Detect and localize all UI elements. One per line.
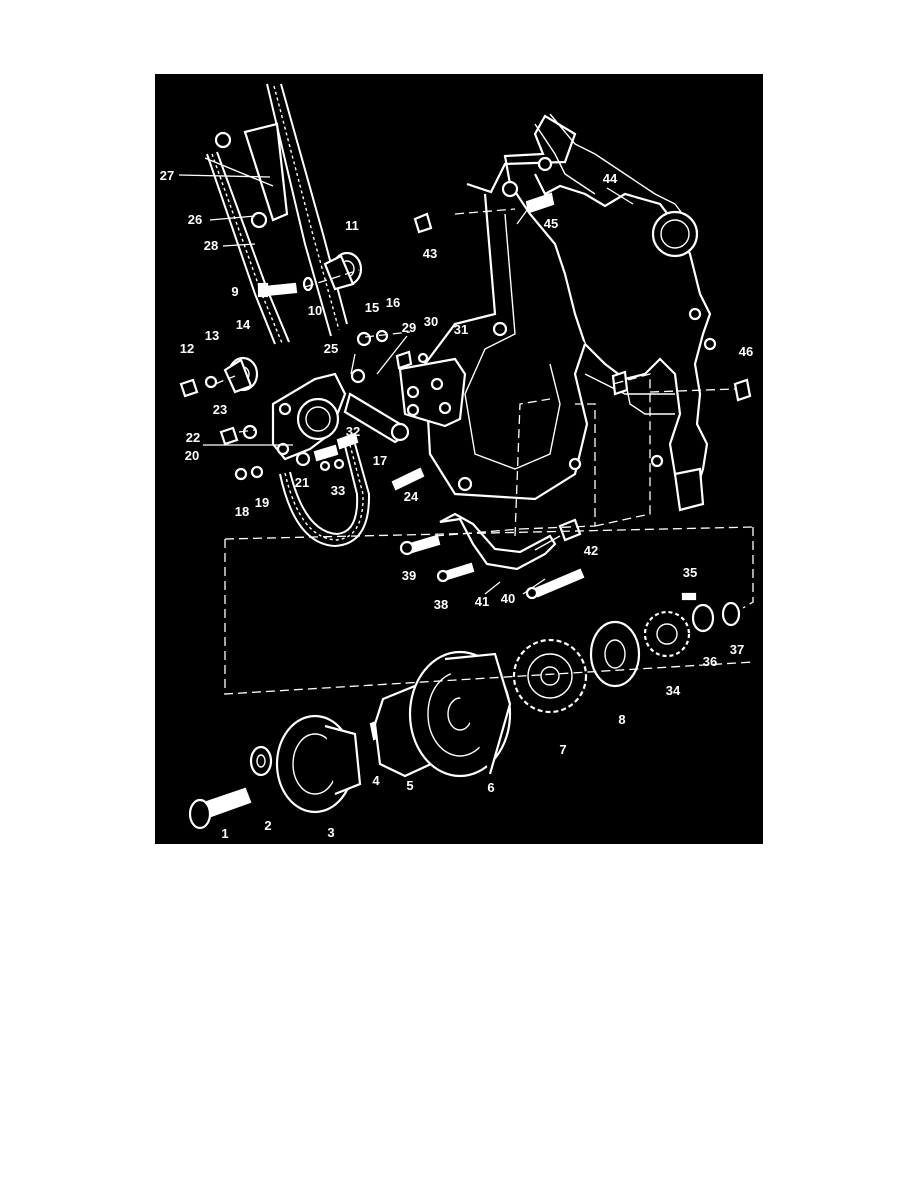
callout-34: 34	[666, 683, 681, 698]
callout-5: 5	[406, 778, 413, 793]
callout-40: 40	[501, 591, 515, 606]
callout-44: 44	[603, 171, 618, 186]
callout-21: 21	[295, 475, 309, 490]
callout-41: 41	[475, 594, 489, 609]
callout-30: 30	[424, 314, 438, 329]
callout-11: 11	[345, 218, 359, 233]
callout-20: 20	[185, 448, 199, 463]
callout-36: 36	[703, 654, 717, 669]
callout-7: 7	[559, 742, 566, 757]
callout-18: 18	[235, 504, 249, 519]
callout-38: 38	[434, 597, 448, 612]
callout-24: 24	[404, 489, 419, 504]
callout-42: 42	[584, 543, 598, 558]
callout-22: 22	[186, 430, 200, 445]
callout-12: 12	[180, 341, 194, 356]
callout-26: 26	[188, 212, 202, 227]
callout-43: 43	[423, 246, 437, 261]
part-callouts: 1 2 3 4 5 6 7 8 9 10 11 12 13 14 15 16 1…	[160, 168, 753, 841]
tension-roller-assembly	[179, 212, 752, 491]
callout-6: 6	[487, 780, 494, 795]
callout-3: 3	[327, 825, 334, 840]
callout-13: 13	[205, 328, 219, 343]
callout-15: 15	[365, 300, 379, 315]
callout-1: 1	[221, 826, 228, 841]
callout-25: 25	[324, 341, 338, 356]
front-cover-housing	[423, 113, 717, 512]
leader-lines	[178, 174, 634, 595]
callout-8: 8	[618, 712, 625, 727]
bracket-assembly	[399, 512, 585, 600]
callout-4: 4	[372, 773, 380, 788]
callout-32: 32	[346, 424, 360, 439]
callout-31: 31	[454, 322, 468, 337]
callout-35: 35	[683, 565, 697, 580]
callout-16: 16	[386, 295, 400, 310]
callout-10: 10	[308, 303, 322, 318]
callout-46: 46	[739, 344, 753, 359]
callout-45: 45	[544, 216, 558, 231]
timing-belt	[206, 83, 371, 548]
callout-37: 37	[730, 642, 744, 657]
callout-14: 14	[236, 317, 251, 332]
callout-28: 28	[204, 238, 218, 253]
assembly-dashed-lines	[214, 208, 754, 695]
callout-33: 33	[331, 483, 345, 498]
callout-2: 2	[264, 818, 271, 833]
callout-17: 17	[373, 453, 387, 468]
callout-27: 27	[160, 168, 174, 183]
callout-19: 19	[255, 495, 269, 510]
belt-guard-bracket	[204, 122, 289, 229]
callout-23: 23	[213, 402, 227, 417]
callout-29: 29	[402, 320, 416, 335]
callout-9: 9	[231, 284, 238, 299]
crankshaft-pulley-components	[188, 592, 741, 830]
exploded-parts-diagram: 1 2 3 4 5 6 7 8 9 10 11 12 13 14 15 16 1…	[155, 74, 763, 844]
callout-39: 39	[402, 568, 416, 583]
